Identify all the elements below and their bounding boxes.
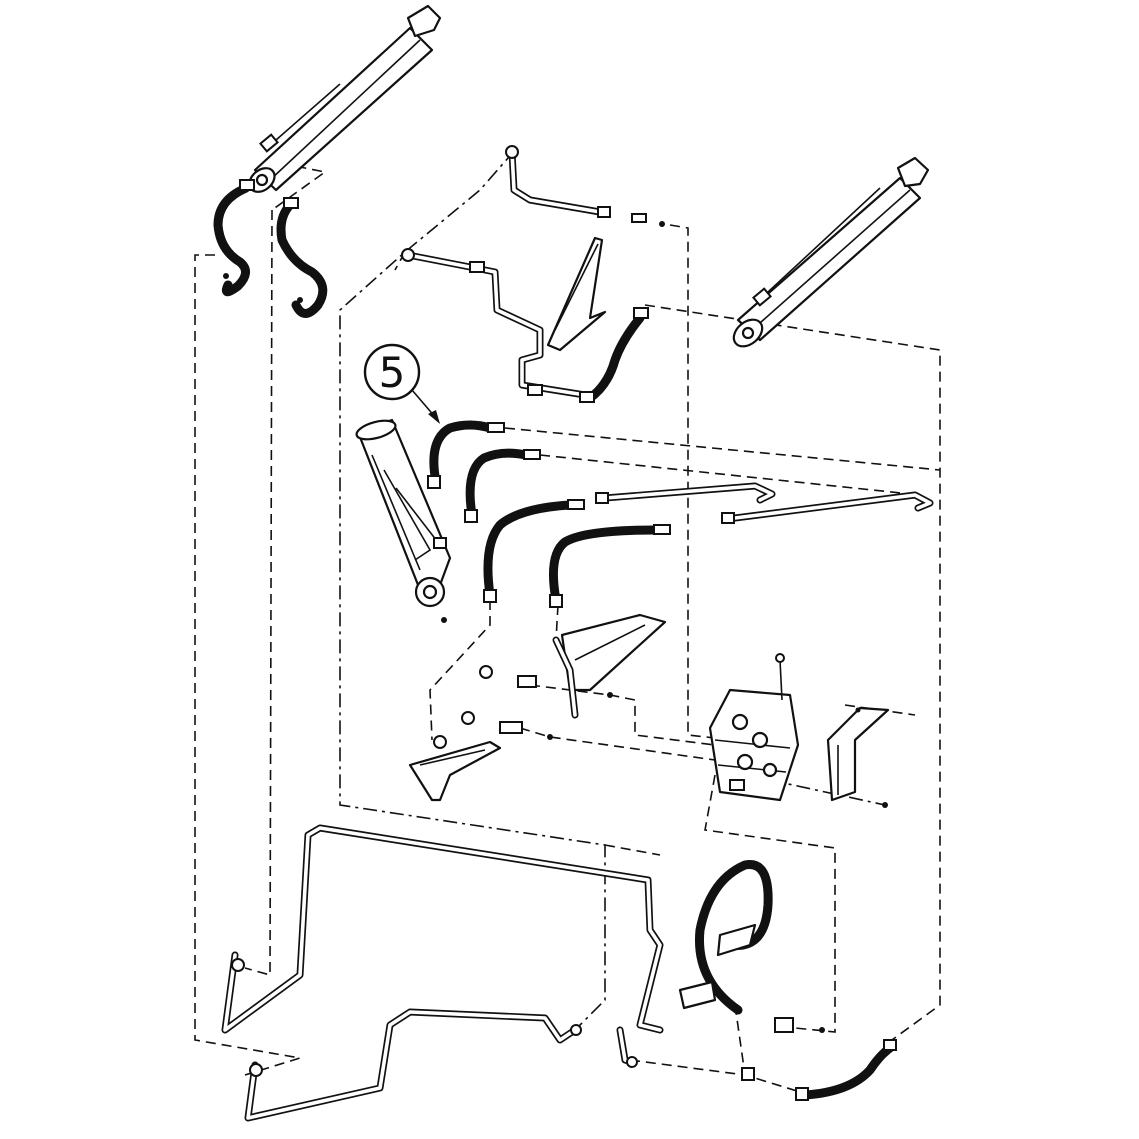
callout-5: 5 [363,343,440,424]
callout-label: 5 [379,348,406,397]
bottom-left-tubes [221,824,664,1122]
lower-left-bracket [408,735,502,802]
center-long-tubes [595,482,934,524]
right-lift-cylinder [732,156,930,348]
left-cylinder-hoses [213,179,328,318]
left-lift-cylinder [248,4,442,193]
top-center-tubes [401,145,665,399]
main-control-valve [708,653,800,802]
bottom-right-hoses [678,860,897,1101]
routing-lines [194,149,941,1096]
valve-mounting-bracket [826,706,890,808]
center-fittings [461,613,667,740]
top-center-hose [527,307,649,403]
auxiliary-valve-body [355,418,452,623]
center-hoses [427,420,671,608]
